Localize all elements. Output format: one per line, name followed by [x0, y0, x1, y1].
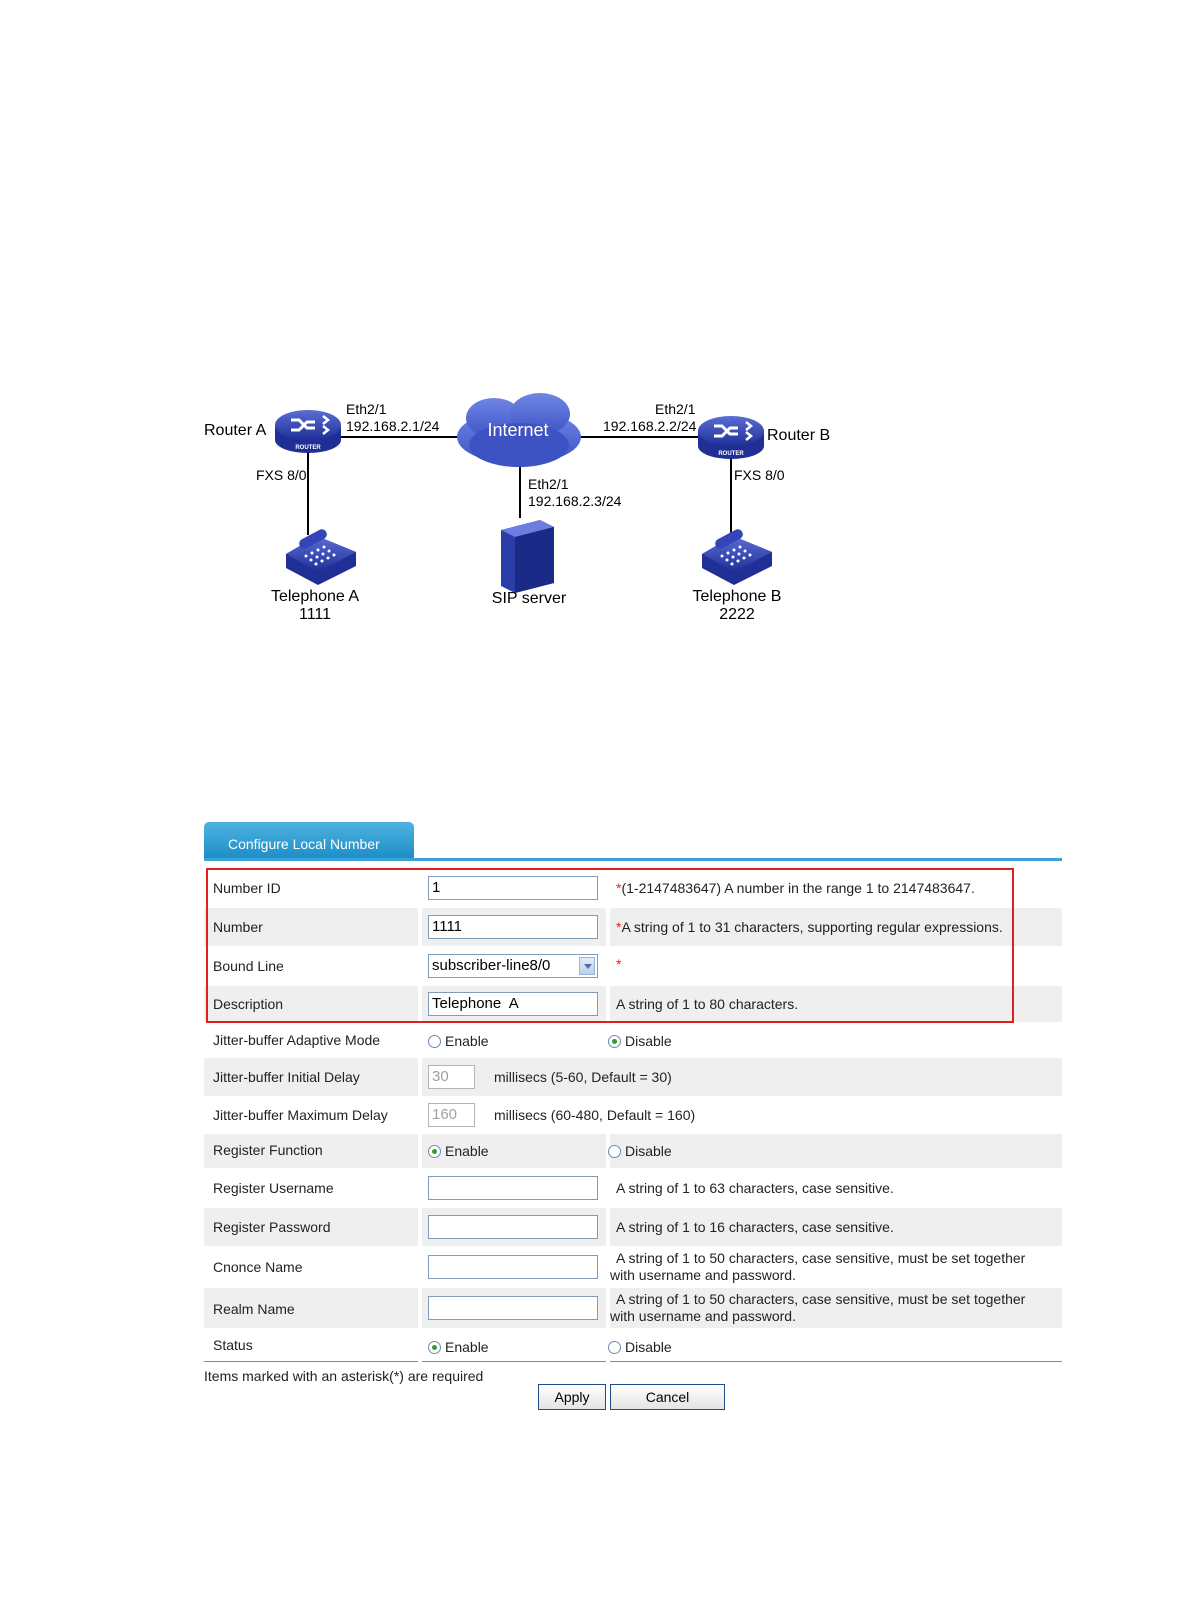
register-username-hint: A string of 1 to 63 characters, case sen…	[616, 1180, 894, 1196]
register-function-label: Register Function	[213, 1142, 323, 1158]
jitter-max-label: Jitter-buffer Maximum Delay	[213, 1107, 388, 1123]
router-a-badge: ROUTER	[295, 445, 321, 451]
number-label: Number	[213, 919, 263, 935]
realm-name-hint-1: A string of 1 to 50 characters, case sen…	[616, 1291, 1026, 1307]
router-b-badge: ROUTER	[718, 451, 744, 457]
row-description: Description Telephone A A string of 1 to…	[204, 986, 1062, 1022]
form-bottom-divider	[204, 1361, 1062, 1362]
radio-icon[interactable]	[608, 1035, 621, 1048]
router-b-label: Router B	[767, 427, 831, 444]
number-id-hint: *(1-2147483647) A number in the range 1 …	[616, 880, 975, 896]
telephone-b-label: Telephone B	[692, 588, 782, 605]
router-a-ip: 192.168.2.1/24	[346, 418, 440, 434]
row-number: Number 1111 *A string of 1 to 31 charact…	[204, 908, 1062, 946]
number-hint: *A string of 1 to 31 characters, support…	[616, 919, 1003, 935]
radio-icon[interactable]	[428, 1035, 441, 1048]
cnonce-name-hint-1: A string of 1 to 50 characters, case sen…	[616, 1250, 1026, 1266]
router-b-fxs: FXS 8/0	[734, 467, 785, 483]
server-port: Eth2/1	[528, 476, 569, 492]
status-disable-radio[interactable]: Disable	[608, 1339, 672, 1355]
realm-name-input[interactable]	[428, 1296, 598, 1320]
router-b-ip: 192.168.2.2/24	[603, 418, 697, 434]
status-enable-radio[interactable]: Enable	[428, 1339, 489, 1355]
required-star: *	[616, 919, 622, 935]
status-label: Status	[213, 1337, 253, 1353]
router-b-port: Eth2/1	[655, 401, 696, 417]
jitter-initial-hint: millisecs (5-60, Default = 30)	[494, 1069, 672, 1085]
register-function-disable-radio[interactable]: Disable	[608, 1143, 672, 1159]
cnonce-name-label: Cnonce Name	[213, 1259, 303, 1275]
description-label: Description	[213, 996, 284, 1012]
telephone-icon	[702, 529, 772, 585]
description-input[interactable]: Telephone A	[428, 992, 598, 1016]
row-jitter-mode: Jitter-buffer Adaptive Mode Enable Disab…	[204, 1024, 1062, 1058]
row-jitter-initial: Jitter-buffer Initial Delay 30 millisecs …	[204, 1058, 1062, 1096]
tab-configure-local-number[interactable]: Configure Local Number	[204, 822, 414, 860]
row-realm-name: Realm Name A string of 1 to 50 character…	[204, 1288, 1062, 1328]
register-password-label: Register Password	[213, 1219, 331, 1235]
server-icon	[501, 520, 554, 593]
row-status: Status Enable Disable	[204, 1331, 1062, 1363]
description-hint: A string of 1 to 80 characters.	[616, 996, 799, 1012]
router-icon: ROUTER	[275, 410, 341, 453]
required-star: *	[616, 880, 622, 896]
cloud-icon	[457, 393, 581, 467]
bound-line-label: Bound Line	[213, 958, 284, 974]
cnonce-name-input[interactable]	[428, 1255, 598, 1279]
router-icon: ROUTER	[698, 416, 764, 459]
bound-line-required: *	[616, 956, 622, 972]
tab-underline	[204, 858, 1062, 861]
register-password-hint: A string of 1 to 16 characters, case sen…	[616, 1219, 894, 1235]
cancel-button[interactable]: Cancel	[610, 1384, 725, 1410]
jitter-max-hint: millisecs (60-480, Default = 160)	[494, 1107, 696, 1123]
server-label: SIP server	[491, 590, 567, 607]
jitter-initial-label: Jitter-buffer Initial Delay	[213, 1069, 360, 1085]
row-cnonce-name: Cnonce Name A string of 1 to 50 characte…	[204, 1246, 1062, 1288]
router-a-port: Eth2/1	[346, 401, 387, 417]
row-number-id: Number ID 1 *(1-2147483647) A number in …	[204, 868, 1062, 908]
bound-line-value: subscriber-line8/0	[432, 957, 551, 974]
router-a-label: Router A	[204, 422, 267, 439]
register-username-input[interactable]	[428, 1176, 598, 1200]
realm-name-hint-2: with username and password.	[610, 1308, 796, 1324]
jitter-initial-input[interactable]: 30	[428, 1065, 475, 1089]
number-input[interactable]: 1111	[428, 915, 598, 939]
register-password-input[interactable]	[428, 1215, 598, 1239]
row-jitter-max: Jitter-buffer Maximum Delay 160 millisecs…	[204, 1096, 1062, 1134]
apply-button[interactable]: Apply	[538, 1384, 606, 1410]
network-diagram: ROUTER ROUTER	[0, 0, 1190, 640]
row-register-function: Register Function Enable Disable	[204, 1134, 1062, 1168]
telephone-a-number: 1111	[298, 606, 332, 623]
telephone-b-number: 2222	[719, 606, 755, 623]
radio-icon[interactable]	[428, 1145, 441, 1158]
telephone-a-label: Telephone A	[270, 588, 360, 605]
number-id-input[interactable]: 1	[428, 876, 598, 900]
row-register-password: Register Password A string of 1 to 16 ch…	[204, 1208, 1062, 1246]
router-a-fxs: FXS 8/0	[256, 467, 307, 483]
row-register-username: Register Username A string of 1 to 63 ch…	[204, 1168, 1062, 1208]
dropdown-arrow-icon[interactable]	[579, 957, 595, 975]
register-function-enable-radio[interactable]: Enable	[428, 1143, 489, 1159]
required-note: Items marked with an asterisk(*) are req…	[204, 1368, 484, 1384]
radio-icon[interactable]	[608, 1145, 621, 1158]
telephone-icon	[286, 529, 356, 585]
radio-icon[interactable]	[608, 1341, 621, 1354]
jitter-mode-enable-radio[interactable]: Enable	[428, 1033, 489, 1049]
server-ip: 192.168.2.3/24	[528, 493, 622, 509]
row-bound-line: Bound Line subscriber-line8/0 *	[204, 946, 1062, 986]
highlight-box	[206, 868, 1014, 1023]
internet-label: Internet	[487, 420, 549, 440]
diagram-canvas: ROUTER ROUTER	[275, 393, 772, 593]
register-username-label: Register Username	[213, 1180, 334, 1196]
number-id-label: Number ID	[213, 880, 281, 896]
bound-line-select[interactable]: subscriber-line8/0	[428, 954, 598, 978]
realm-name-label: Realm Name	[213, 1301, 295, 1317]
cnonce-name-hint-2: with username and password.	[610, 1267, 796, 1283]
jitter-mode-disable-radio[interactable]: Disable	[608, 1033, 672, 1049]
jitter-max-input[interactable]: 160	[428, 1103, 475, 1127]
radio-icon[interactable]	[428, 1341, 441, 1354]
jitter-mode-label: Jitter-buffer Adaptive Mode	[213, 1032, 381, 1048]
